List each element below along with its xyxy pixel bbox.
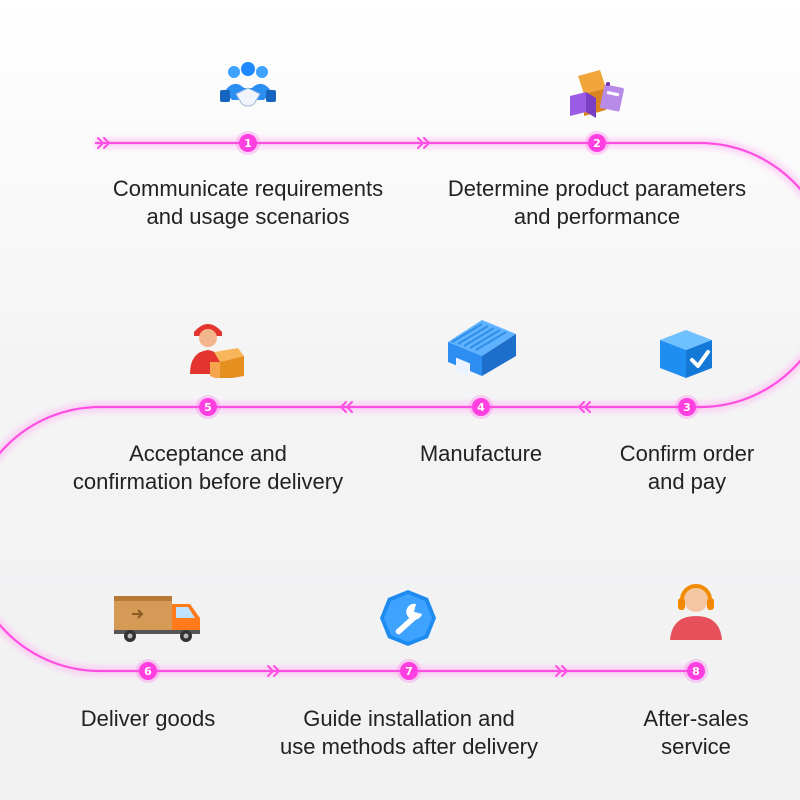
step-4-number: 4	[472, 398, 490, 416]
product-boxes-icon	[566, 60, 630, 124]
step-1-label: Communicate requirements and usage scena…	[112, 176, 384, 229]
factory-icon	[442, 312, 522, 380]
step-8-number: 8	[687, 662, 705, 680]
step-2-number: 2	[588, 134, 606, 152]
step-3-number: 3	[678, 398, 696, 416]
flow-line	[0, 141, 800, 673]
step-7-label: Guide installation and use methods after…	[279, 706, 539, 759]
arrow-left-icon	[340, 401, 353, 413]
step-7-number: 7	[400, 662, 418, 680]
handshake-team-icon	[216, 58, 280, 122]
arrow-right-icon	[555, 665, 568, 677]
step-6-label: Deliver goods	[80, 706, 216, 731]
step-5-number: 5	[199, 398, 217, 416]
step-5-label: Acceptance and confirmation before deliv…	[72, 441, 344, 494]
step-4-label: Manufacture	[419, 441, 543, 466]
step-3-label: Confirm order and pay	[619, 441, 755, 494]
checked-box-icon	[654, 320, 718, 384]
step-1-number: 1	[239, 134, 257, 152]
step-2-label: Determine product parameters and perform…	[447, 176, 747, 229]
step-6-number: 6	[139, 662, 157, 680]
step-8-label: After-sales service	[643, 706, 749, 759]
support-headset-icon	[664, 578, 728, 642]
delivery-truck-icon	[112, 592, 204, 644]
wrench-badge-icon	[376, 586, 440, 650]
arrow-right-icon	[267, 665, 280, 677]
arrow-right-icon	[417, 137, 430, 149]
courier-package-icon	[184, 314, 248, 380]
arrow-right-icon	[97, 137, 110, 149]
arrow-left-icon	[578, 401, 591, 413]
